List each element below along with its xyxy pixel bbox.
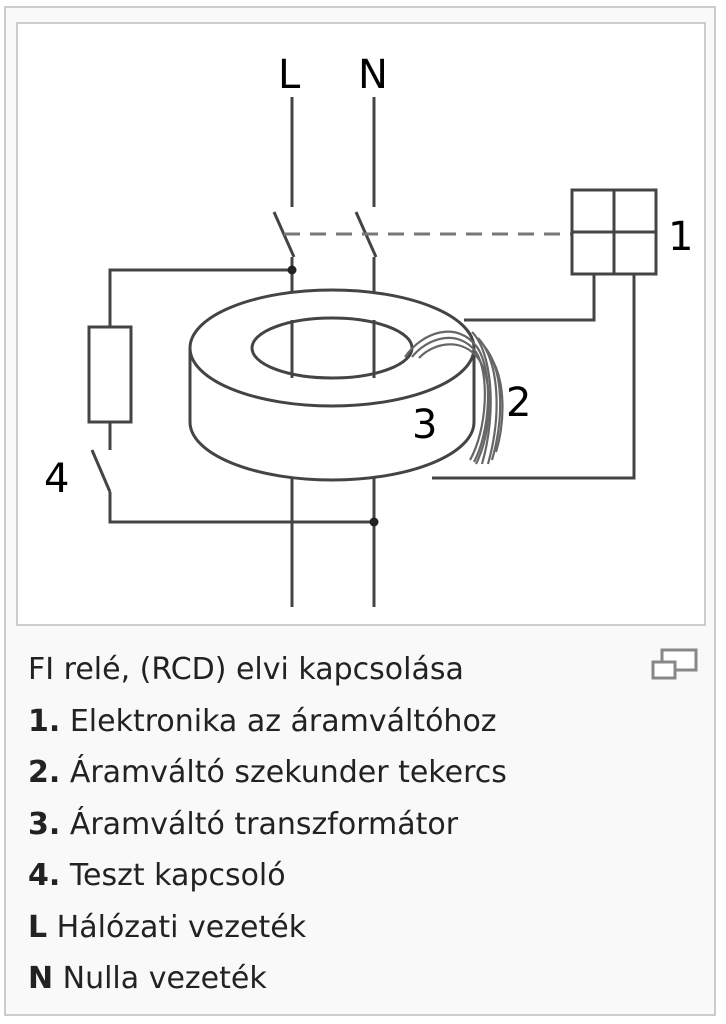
caption-item-text: Áramváltó szekunder tekercs	[60, 755, 507, 790]
caption-item: 3. Áramváltó transzformátor	[28, 799, 708, 851]
secondary-winding	[404, 330, 504, 465]
thumbnail-caption: FI relé, (RCD) elvi kapcsolása 1. Elektr…	[28, 644, 708, 1005]
label-2: 2	[506, 380, 531, 426]
label-3: 3	[412, 402, 437, 448]
test-switch-blade	[90, 449, 112, 493]
label-4: 4	[44, 456, 69, 502]
caption-item-text: Teszt kapcsoló	[60, 858, 286, 893]
magnify-icon[interactable]	[650, 648, 700, 682]
junction-dot-n	[369, 517, 379, 527]
caption-item: 2. Áramváltó szekunder tekercs	[28, 747, 708, 799]
rcd-circuit-diagram: L N 1 2 3 4	[44, 52, 693, 607]
caption-item: 1. Elektronika az áramváltóhoz	[28, 696, 708, 748]
caption-item-text: Elektronika az áramváltóhoz	[60, 703, 497, 739]
caption-item-key: N	[28, 961, 54, 996]
junction-dot-l	[287, 265, 297, 275]
rcd-diagram-image[interactable]: L N 1 2 3 4	[16, 22, 706, 626]
caption-item-text: Hálózati vezeték	[47, 909, 307, 945]
caption-item-text: Áramváltó transzformátor	[60, 806, 459, 842]
caption-title: FI relé, (RCD) elvi kapcsolása	[28, 652, 464, 687]
label-1: 1	[668, 214, 693, 260]
test-lead-bottom	[108, 492, 374, 524]
magnify-icon-graphic	[651, 648, 698, 680]
thumbnail-box: L N 1 2 3 4 FI relé, (RCD) elvi kapcsolá…	[4, 6, 716, 1016]
caption-item-key: 4.	[28, 858, 61, 893]
caption-item: 4. Teszt kapcsoló	[28, 850, 708, 902]
test-lead-top	[108, 268, 292, 327]
coil-lead-lower	[432, 274, 636, 480]
caption-item-key: L	[28, 909, 48, 945]
caption-item-text: Nulla vezeték	[53, 961, 267, 996]
caption-item-key: 1.	[28, 703, 61, 739]
caption-item-key: 3.	[28, 806, 61, 842]
caption-item: L Hálózati vezeték	[28, 902, 708, 954]
toroid-hole	[250, 316, 414, 380]
coil-lead-upper	[464, 274, 596, 322]
test-resistor	[87, 325, 133, 424]
label-n: N	[358, 52, 388, 98]
caption-item: N Nulla vezeték	[28, 953, 708, 1005]
label-l: L	[278, 52, 301, 98]
caption-item-key: 2.	[28, 755, 61, 790]
